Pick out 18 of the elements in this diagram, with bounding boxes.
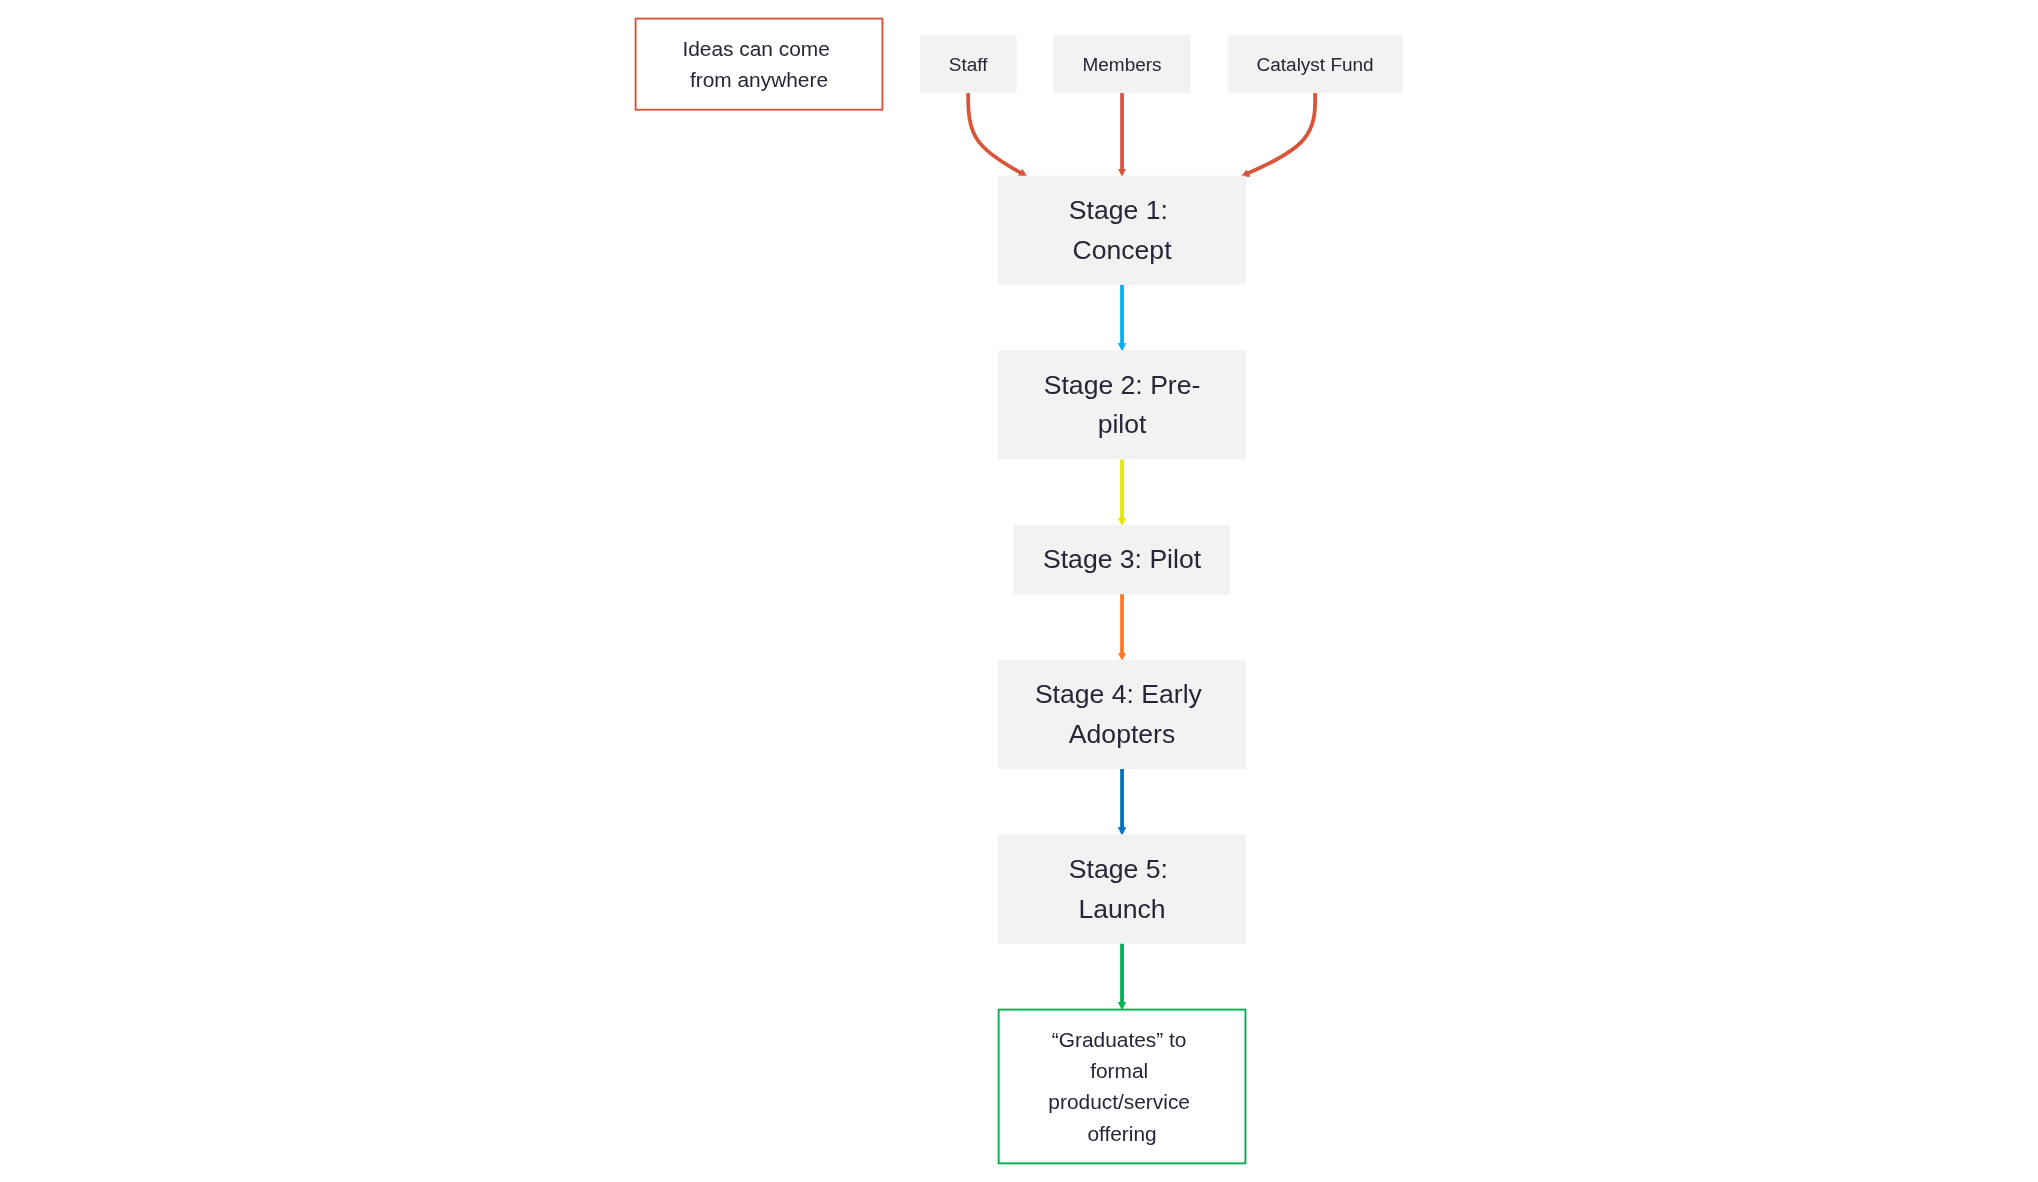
arrow <box>1118 768 1127 836</box>
arrow <box>1118 92 1127 177</box>
node-box: Stage 4: Early Adopters <box>998 659 1247 769</box>
arrow <box>1118 284 1127 352</box>
arrow <box>1241 92 1318 177</box>
node-box: Stage 2: Pre-pilot <box>998 350 1247 460</box>
arrow <box>1118 459 1127 526</box>
arrow <box>966 92 1028 177</box>
node-box: Stage 3: Pilot <box>1014 525 1231 595</box>
node-box: Members <box>1053 35 1191 94</box>
node-box: Stage 5: Launch <box>998 834 1247 944</box>
node-box: “Graduates” to formal product/service offering <box>997 1008 1247 1165</box>
node-box: Catalyst Fund <box>1227 35 1403 94</box>
node-box: Stage 1: Concept <box>998 175 1247 285</box>
arrow <box>1118 593 1127 661</box>
arrow <box>1118 943 1127 1010</box>
node-box: Ideas can come from anywhere <box>634 17 884 111</box>
node-box: Staff <box>920 35 1017 94</box>
